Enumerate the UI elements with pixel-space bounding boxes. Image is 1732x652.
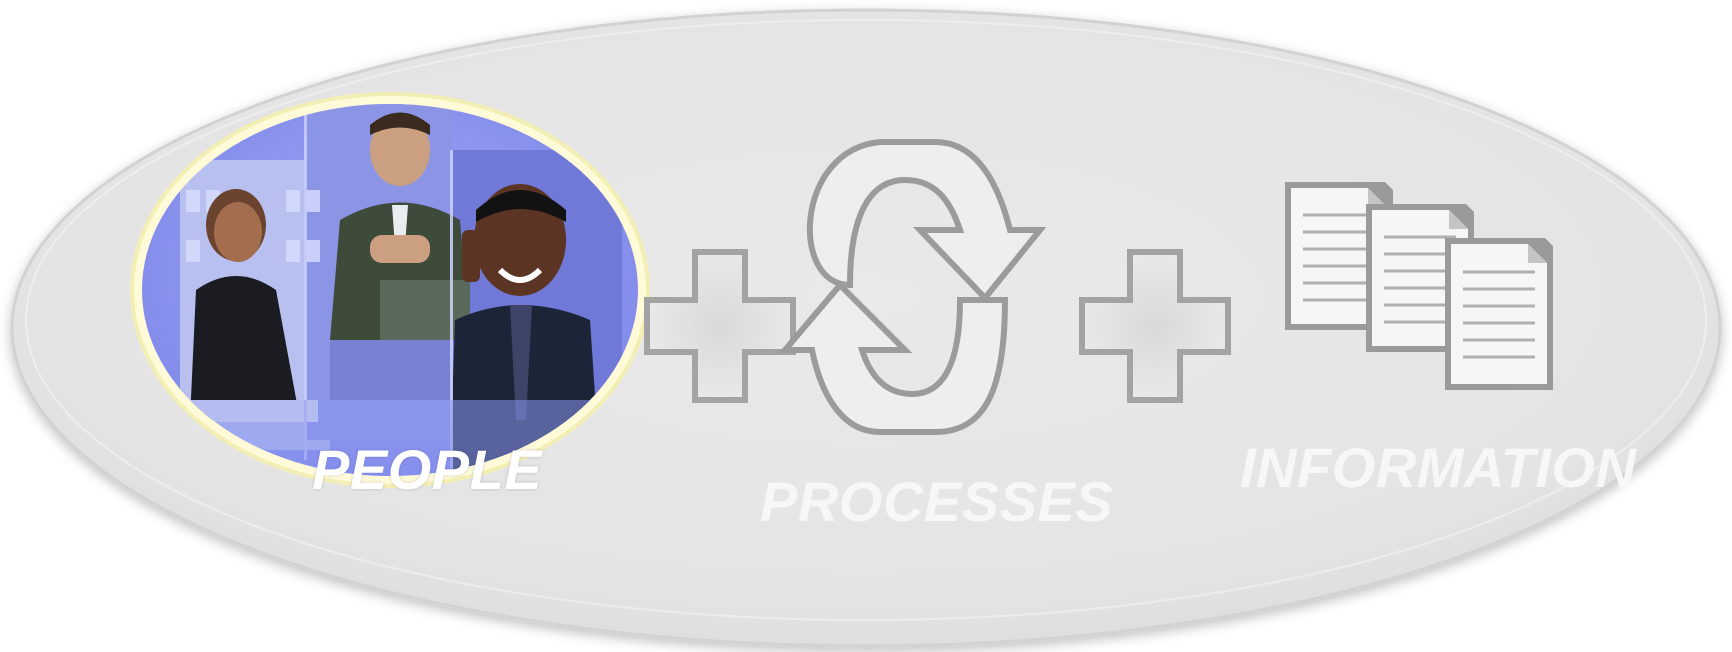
processes-label: PROCESSES bbox=[760, 470, 1114, 533]
plus-icon bbox=[644, 249, 796, 403]
information-label: INFORMATION bbox=[1240, 436, 1637, 499]
plus-icon bbox=[1079, 249, 1231, 403]
people-photo bbox=[142, 104, 638, 476]
cycle-arrows-icon bbox=[778, 139, 1047, 435]
documents-icon bbox=[1285, 182, 1553, 390]
people-label: PEOPLE bbox=[312, 438, 543, 501]
